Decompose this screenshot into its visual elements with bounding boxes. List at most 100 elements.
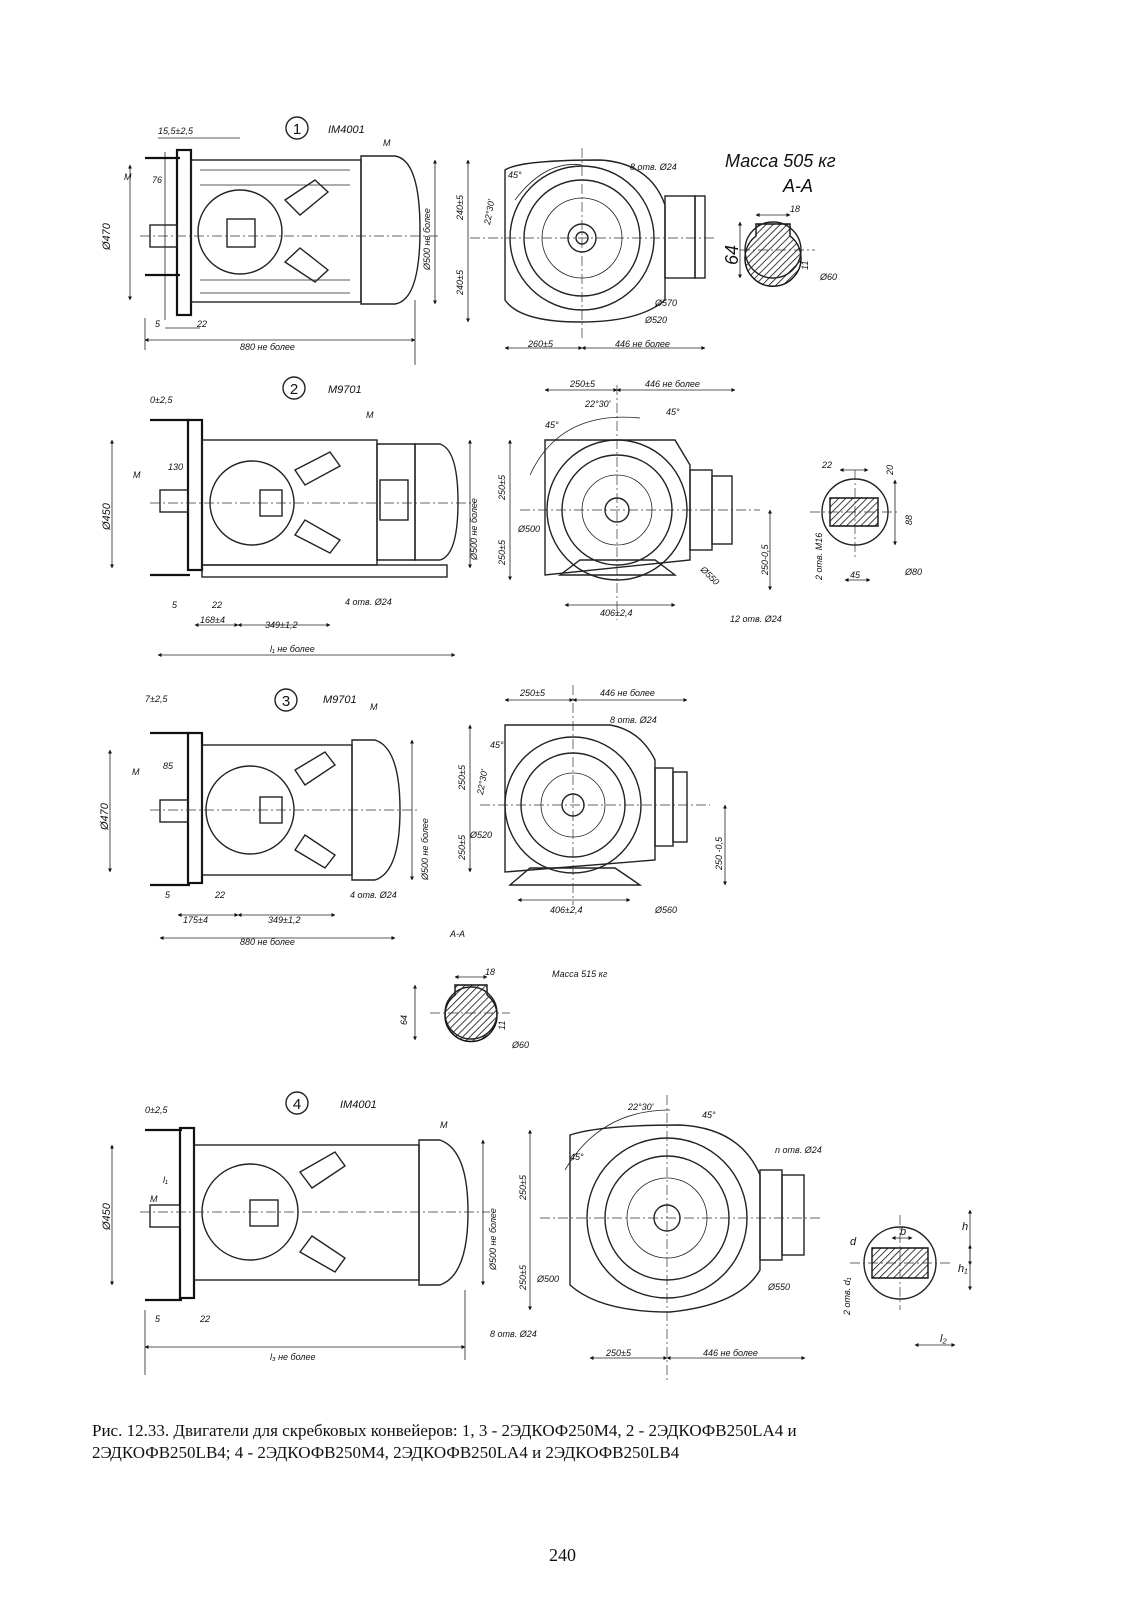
figure-3-number: 3 <box>282 693 290 710</box>
fig3-m-left: М <box>132 767 140 777</box>
fig2-size-168: 168±4 <box>200 615 225 625</box>
fig3-h-250: 250 -0,5 <box>714 836 724 871</box>
figure-caption: Рис. 12.33. Двигатели для скребковых кон… <box>92 1420 1042 1464</box>
fig2-m-top: М <box>366 410 374 420</box>
figure-2-number-circle <box>282 376 306 400</box>
caption-line-2: 2ЭДКОФВ250LB4; 4 - 2ЭДКОФВ250М4, 2ЭДКОФВ… <box>92 1443 680 1462</box>
fig2-sec-m16: 2 отв. М16 <box>814 533 824 581</box>
fig3-foot-holes: 4 отв. Ø24 <box>350 890 397 900</box>
figure-4-section <box>850 1209 972 1347</box>
fig2-shaft-ext: 130 <box>168 462 183 472</box>
fig4-size-22: 22 <box>199 1314 210 1324</box>
figure-4-number-circle <box>285 1091 309 1115</box>
fig3-h-lower: 250±5 <box>457 834 467 861</box>
fig2-h-lower: 250±5 <box>497 539 507 566</box>
fig4-holes8: 8 отв. Ø24 <box>490 1329 537 1339</box>
fig4-d500: Ø500 <box>536 1274 559 1284</box>
fig1-holes: 8 отв. Ø24 <box>630 162 677 172</box>
fig2-ang22: 22°30' <box>584 399 611 409</box>
page-number: 240 <box>549 1545 576 1565</box>
fig2-ang45a: 45° <box>545 420 559 430</box>
fig3-w-left: 250±5 <box>519 688 546 698</box>
figure-3-side-view <box>108 731 420 940</box>
fig3-w-right: 446 не более <box>600 688 655 698</box>
fig3-ang22: 22°30' <box>475 768 489 796</box>
fig1-w-right: 446 не более <box>615 339 670 349</box>
figure-3-number-circle <box>274 688 298 712</box>
fig1-size-22: 22 <box>196 319 207 329</box>
fig4-holes-n: n отв. Ø24 <box>775 1145 822 1155</box>
fig3-sec-d60: Ø60 <box>511 1040 529 1050</box>
fig2-size-22: 22 <box>211 600 222 610</box>
fig1-mass: Масса 505 кг <box>725 151 836 171</box>
figure-4: 4 IM4001 0±2,5 l₁ М М Ø450 Ø500 не более… <box>101 1091 972 1380</box>
fig2-sec-45: 45 <box>850 570 861 580</box>
fig3-size-22: 22 <box>214 890 225 900</box>
fig1-h-upper: 240±5 <box>455 194 465 221</box>
fig3-diam-body: Ø500 не более <box>420 818 430 881</box>
figure-1-mount: IM4001 <box>328 124 365 136</box>
fig4-sec-2d: 2 отв. d₁ <box>842 1277 852 1316</box>
fig3-h-upper: 250±5 <box>457 764 467 791</box>
fig1-sec-11: 11 <box>800 261 810 270</box>
fig3-m-top: М <box>370 702 378 712</box>
fig1-h-lower: 240±5 <box>455 269 465 296</box>
fig1-size-5: 5 <box>155 319 161 329</box>
fig2-diam-body: Ø500 не более <box>469 498 479 561</box>
figure-1-side-view <box>128 137 440 365</box>
figure-4-side-view <box>110 1126 490 1375</box>
fig4-h-upper: 250±5 <box>518 1174 528 1201</box>
fig4-m-left: М <box>150 1194 158 1204</box>
figure-2-number: 2 <box>290 381 298 398</box>
fig1-flange-gap: 15,5±2,5 <box>158 126 194 136</box>
fig1-ang22: 22°30' <box>482 198 496 226</box>
fig2-ang45b: 45° <box>666 407 680 417</box>
fig2-m-left: М <box>133 470 141 480</box>
fig2-foot-holes: 4 отв. Ø24 <box>345 597 392 607</box>
fig2-diam-flange: Ø450 <box>101 502 113 531</box>
fig4-sec-h1: h₁ <box>958 1263 968 1275</box>
fig4-l1: l₁ <box>163 1175 168 1185</box>
fig1-diam-body: Ø500 не более <box>422 208 432 271</box>
fig3-size-349: 349±1,2 <box>268 915 300 925</box>
fig2-h-250: 250-0,5 <box>760 543 770 576</box>
fig2-sec-20: 20 <box>885 465 895 476</box>
fig4-ang45b: 45° <box>702 1110 716 1120</box>
fig4-ang45a: 45° <box>570 1152 584 1162</box>
fig1-sec-d60: Ø60 <box>819 272 837 282</box>
fig2-size-5: 5 <box>172 600 178 610</box>
fig1-length: 880 не более <box>240 342 295 352</box>
fig1-section-title: А-А <box>782 176 813 196</box>
fig1-m-left: М <box>124 172 132 182</box>
fig3-shaft-ext: 85 <box>163 761 174 771</box>
fig3-sec-18: 18 <box>485 967 495 977</box>
figure-2-mount: М9701 <box>328 384 362 396</box>
fig4-w-left: 250±5 <box>605 1348 632 1358</box>
fig4-size-5: 5 <box>155 1314 161 1324</box>
fig4-flange-gap: 0±2,5 <box>145 1105 168 1115</box>
fig2-length: l₁ не более <box>270 644 315 654</box>
fig1-shaft-ext: 76 <box>152 175 162 185</box>
fig4-length: l₃ не более <box>270 1352 315 1362</box>
fig3-mass: Масса 515 кг <box>552 969 608 979</box>
fig3-ang45: 45° <box>490 740 504 750</box>
figure-3: 3 М9701 7±2,5 85 М М Ø470 Ø500 не более … <box>99 685 727 1050</box>
fig2-foot-span: 406±2,4 <box>600 608 632 618</box>
fig1-sec-18: 18 <box>790 204 800 214</box>
fig2-holes12: 12 отв. Ø24 <box>730 614 782 624</box>
fig3-sec-11: 11 <box>497 1021 507 1030</box>
fig2-size-349: 349±1,2 <box>265 620 297 630</box>
figure-1-front-view <box>466 148 715 350</box>
fig2-d500: Ø500 <box>517 524 540 534</box>
figure-1: 1 IM4001 15 <box>101 116 837 365</box>
figure-2-side-view <box>110 418 475 657</box>
figure-3-section-aa <box>413 975 510 1043</box>
figure-1-number: 1 <box>293 121 301 138</box>
figure-4-mount: IM4001 <box>340 1099 377 1111</box>
fig4-sec-h: h <box>962 1221 968 1233</box>
fig3-size-5: 5 <box>165 890 171 900</box>
fig3-length: 880 не более <box>240 937 295 947</box>
fig3-d520: Ø520 <box>469 830 492 840</box>
